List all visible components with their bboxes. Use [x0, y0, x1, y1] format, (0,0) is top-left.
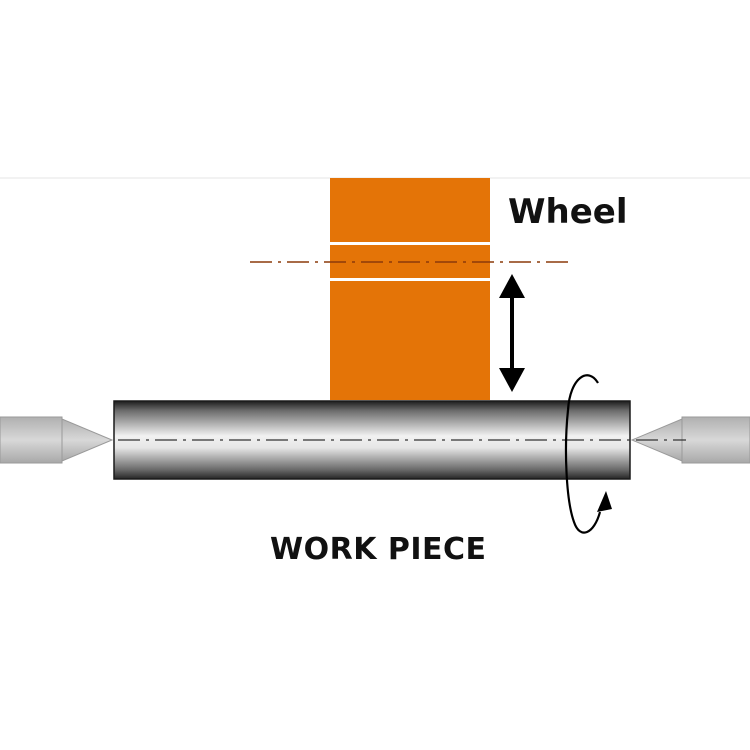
left-center-point	[61, 418, 114, 462]
left-center-body	[0, 416, 63, 464]
wheel-bottom-segment	[330, 281, 490, 400]
left-center	[0, 416, 114, 464]
grinding-wheel	[330, 178, 490, 400]
feed-arrow-up-head	[499, 274, 525, 298]
right-center-body	[681, 416, 750, 464]
rotation-arrow	[564, 374, 612, 534]
rotation-arc-front	[564, 374, 602, 534]
wheel-label: Wheel	[508, 192, 628, 232]
feed-arrow-down-head	[499, 368, 525, 392]
wheel-top-segment	[330, 178, 490, 242]
work-piece-label: WORK PIECE	[270, 532, 487, 567]
work-piece-cylinder	[113, 400, 631, 480]
feed-double-arrow	[499, 274, 525, 392]
rotation-arrow-head	[597, 491, 612, 512]
